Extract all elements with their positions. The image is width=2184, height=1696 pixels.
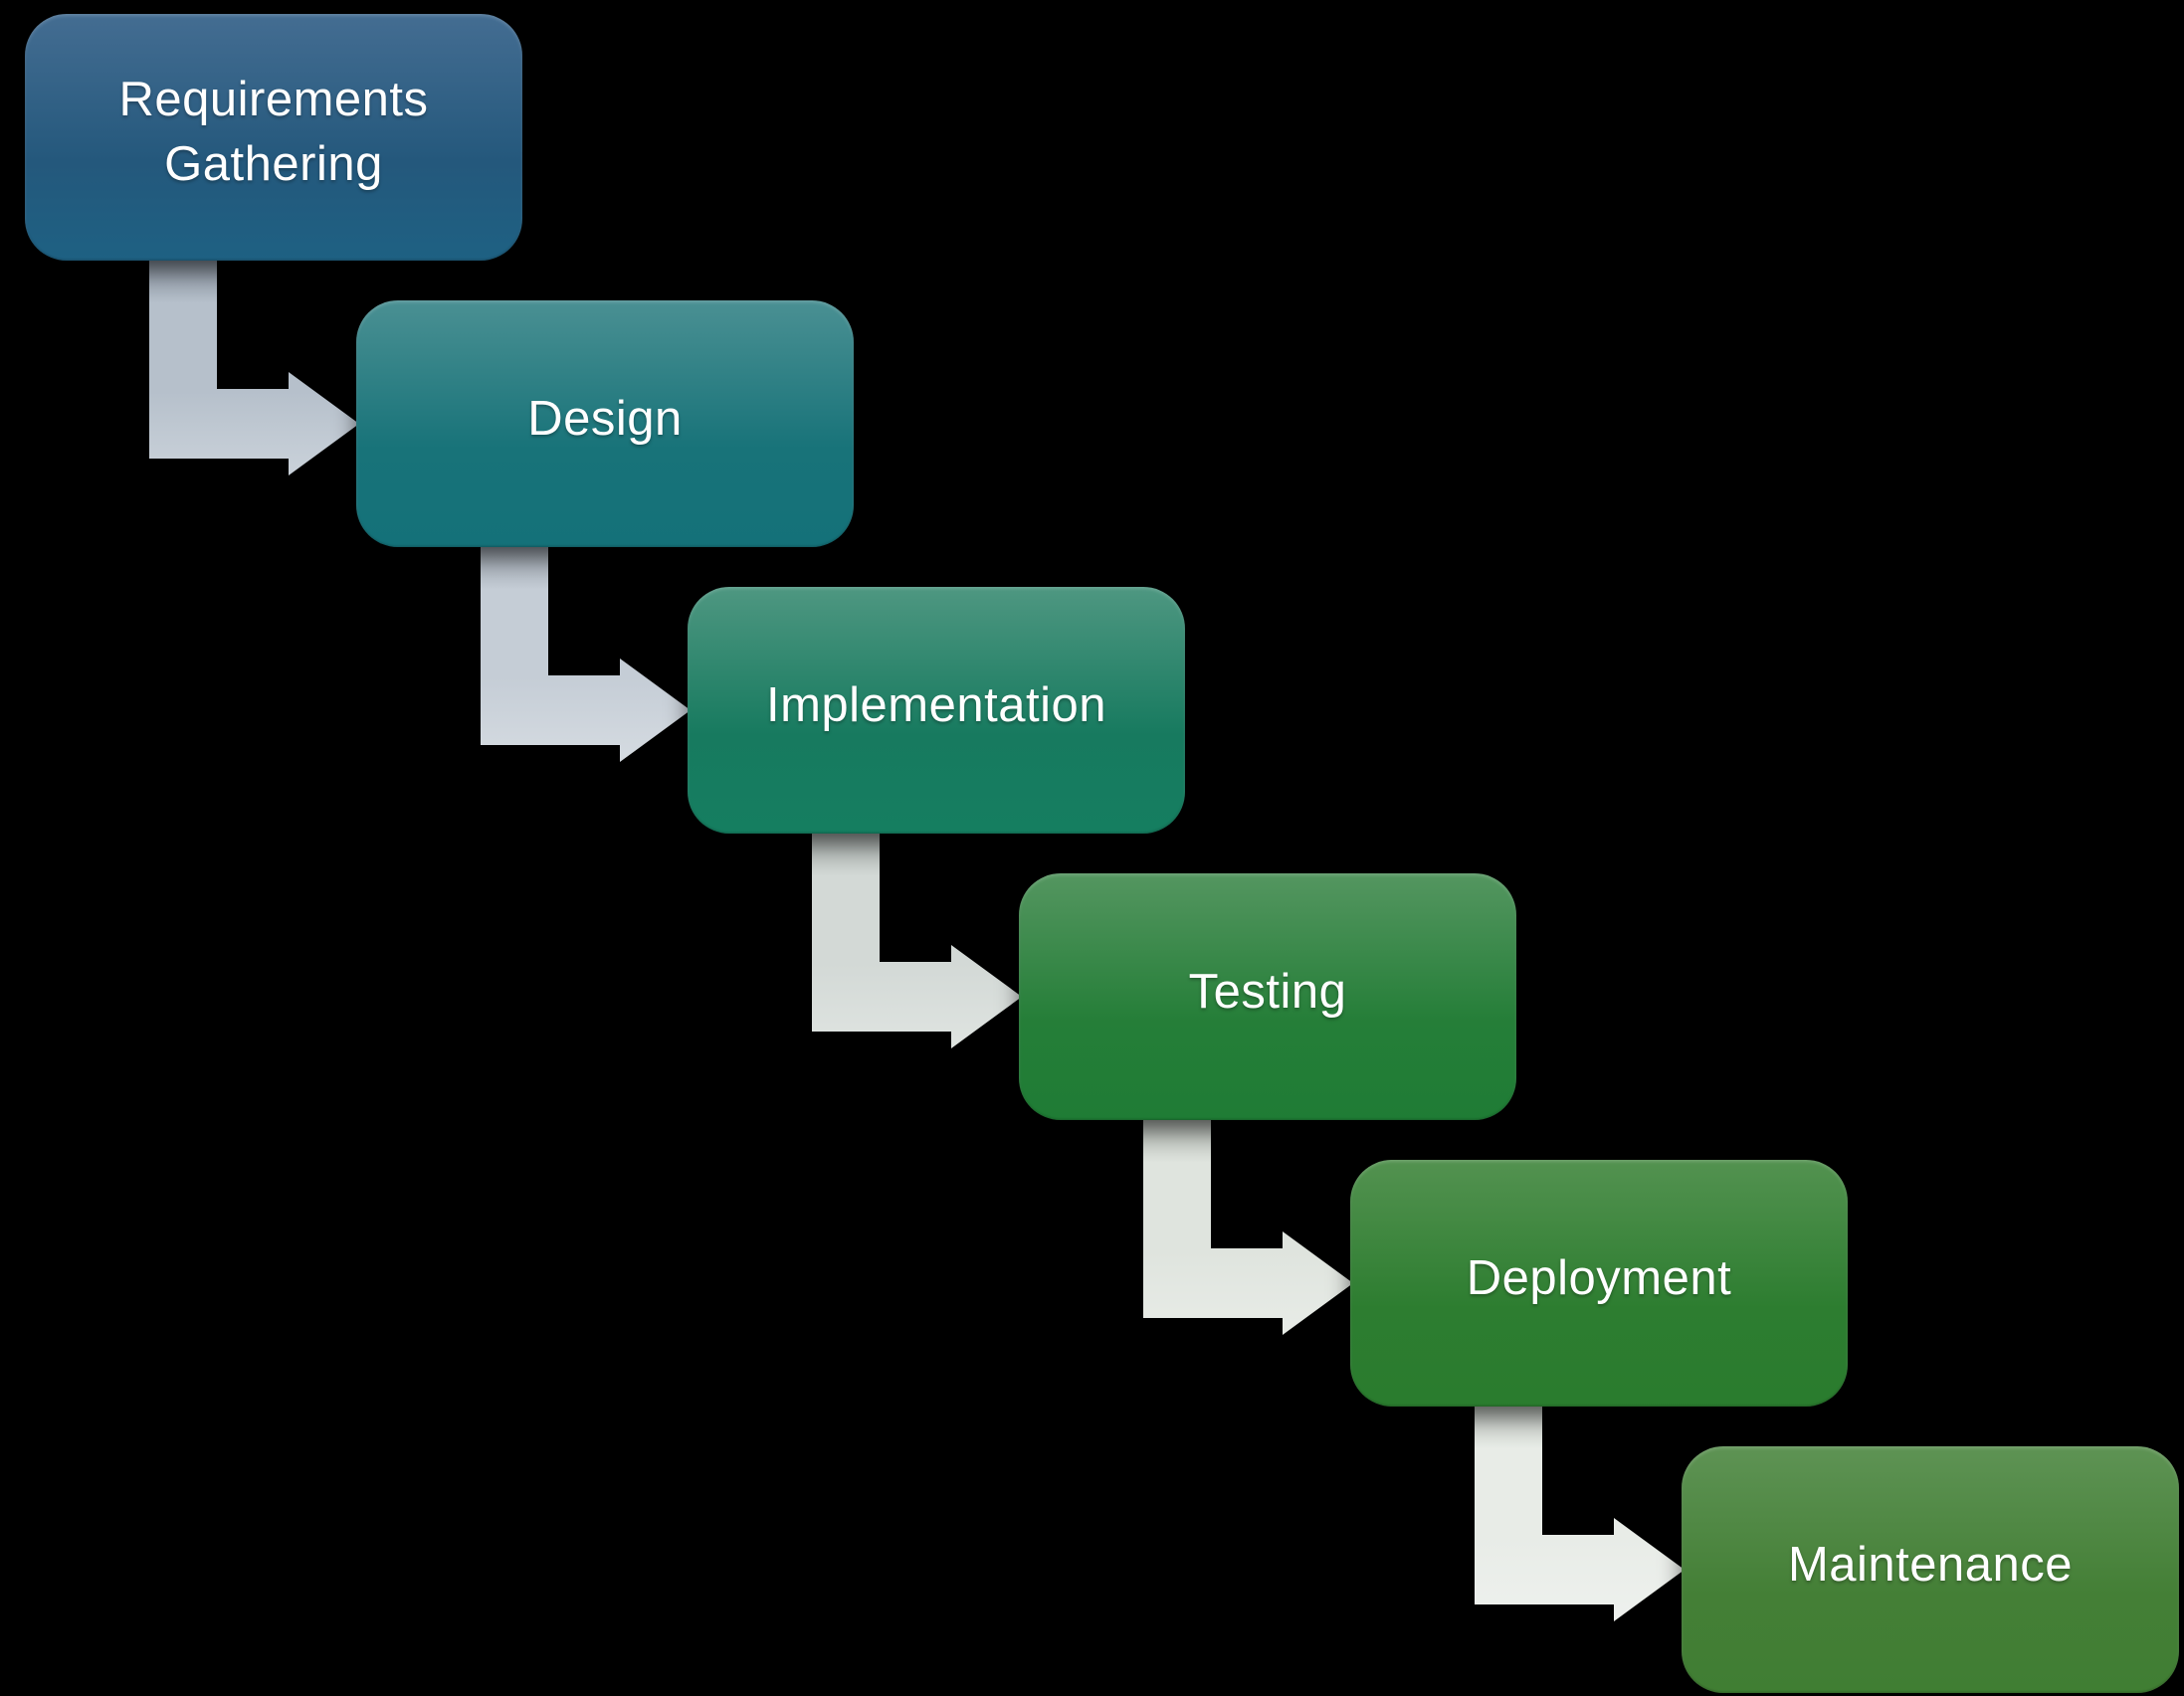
elbow-arrow-deployment-to-maintenance (1475, 1401, 1685, 1621)
stage-label-design: Design (527, 391, 683, 446)
stage-label-testing: Testing (1188, 964, 1347, 1019)
stage-box-maintenance: Maintenance (1682, 1446, 2179, 1693)
stage-label-requirements-gathering: Requirements Gathering (118, 73, 429, 191)
stage-box-implementation: Implementation (688, 587, 1185, 834)
elbow-arrow-design-to-implementation (481, 541, 691, 762)
elbow-arrow-testing-to-deployment (1143, 1114, 1353, 1335)
stage-box-design: Design (356, 300, 854, 547)
stage-label-deployment: Deployment (1466, 1250, 1732, 1305)
stage-label-implementation: Implementation (765, 677, 1106, 732)
stage-box-requirements-gathering: Requirements Gathering (25, 14, 522, 261)
stage-label-maintenance: Maintenance (1787, 1537, 2074, 1592)
stage-box-testing: Testing (1019, 873, 1516, 1120)
elbow-arrow-implementation-to-testing (812, 828, 1022, 1048)
elbow-arrow-requirements-gathering-to-design (149, 255, 359, 475)
stage-box-deployment: Deployment (1350, 1160, 1848, 1407)
